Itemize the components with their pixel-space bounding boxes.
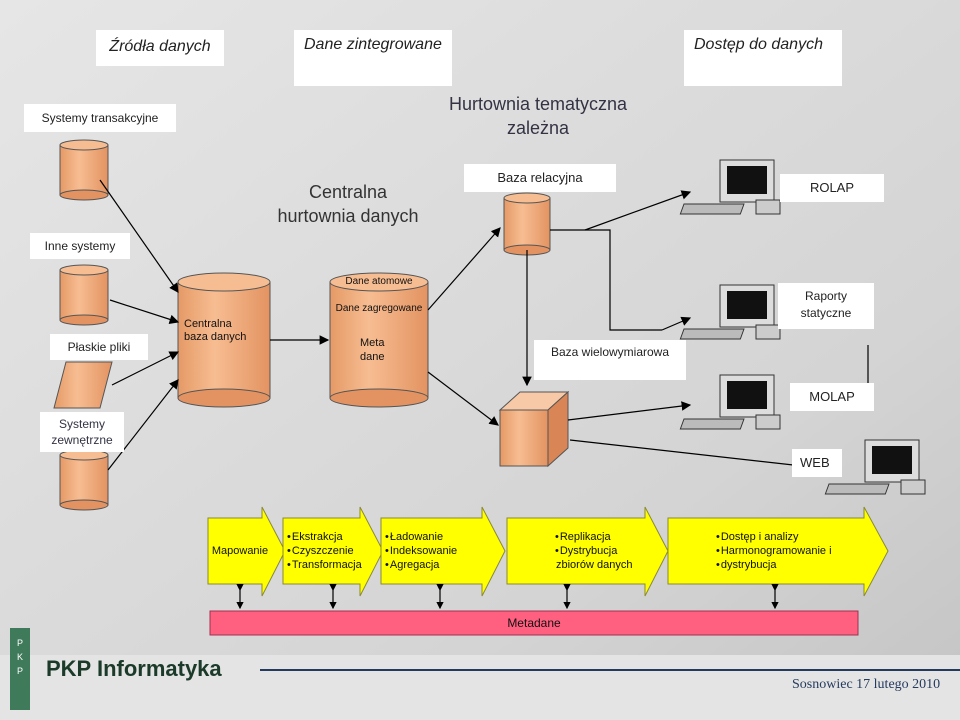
pkp-logo: P K P (10, 628, 30, 710)
computer-icon (679, 284, 781, 340)
process-arrow-mapping (207, 506, 286, 597)
list-item: Replikacja (555, 530, 632, 544)
central-aggregated: Dane zagregowane (335, 303, 423, 314)
central-title: Centralna hurtownia danych (277, 182, 419, 226)
cylinder-other-systems (59, 264, 109, 326)
cylinder-transactional (59, 139, 109, 201)
label-flat-files: Płaskie pliki (50, 334, 148, 360)
label-rolap: ROLAP (780, 174, 884, 202)
central-data-cylinder (329, 272, 429, 408)
central-db-cylinder (177, 272, 271, 408)
list-item: Indeksowanie (385, 544, 457, 558)
central-atomic: Dane atomowe (345, 276, 413, 287)
list-item: Harmonogramowanie i (716, 544, 832, 558)
label-molap: MOLAP (790, 383, 874, 411)
stage-access: Dostęp do danych (684, 30, 842, 86)
list-item: zbiorów danych (556, 559, 633, 571)
central-meta: Meta dane (360, 337, 385, 363)
footer-date: Sosnowiec 17 lutego 2010 (792, 677, 941, 692)
list-item: dystrybucja (716, 558, 832, 572)
list-item: Dystrybucja (555, 544, 632, 558)
datamart-title: Hurtownia tematyczna zależna (448, 94, 628, 138)
process-mapping: Mapowanie (211, 545, 269, 557)
svg-text:P: P (17, 666, 23, 676)
multidim-cube (498, 390, 570, 468)
list-item: Ekstrakcja (287, 530, 362, 544)
computer-icon (679, 374, 781, 430)
label-external: Systemy zewnętrzne (40, 412, 124, 452)
svg-text:K: K (17, 652, 23, 662)
company-name: PKP Informatyka (46, 656, 222, 681)
label-transactional: Systemy transakcyjne (24, 104, 176, 132)
computer-icon (679, 159, 781, 215)
label-other-systems: Inne systemy (30, 233, 130, 259)
label-relational: Baza relacyjna (464, 164, 616, 192)
stage-integrated: Dane zintegrowane (294, 30, 452, 86)
relational-db-cylinder (503, 192, 551, 256)
flat-file-shape (53, 361, 113, 409)
label-multidim: Baza wielowymiarowa (534, 340, 686, 380)
process-step1-list: Ekstrakcja Czyszczenie Transformacja (287, 530, 362, 572)
list-item: Ładowanie (385, 530, 457, 544)
metadata-label: Metadane (507, 616, 561, 630)
list-item: Dostęp i analizy (716, 530, 832, 544)
stage-sources: Źródła danych (96, 30, 224, 66)
process-step4-list: Dostęp i analizy Harmonogramowanie i dys… (716, 530, 832, 572)
cylinder-external (59, 449, 109, 511)
process-step3-list: Replikacja Dystrybucja zbiorów danych (555, 530, 632, 572)
label-web: WEB (792, 449, 842, 477)
svg-text:P: P (17, 638, 23, 648)
list-item: Agregacja (385, 558, 457, 572)
list-item: Transformacja (287, 558, 362, 572)
label-static-reports: Raporty statyczne (778, 283, 874, 329)
process-step2-list: Ładowanie Indeksowanie Agregacja (385, 530, 457, 572)
computer-icon (824, 439, 926, 495)
metadata-bar (209, 610, 859, 636)
list-item: Czyszczenie (287, 544, 362, 558)
central-db-label: Centralna baza danych (184, 318, 247, 343)
